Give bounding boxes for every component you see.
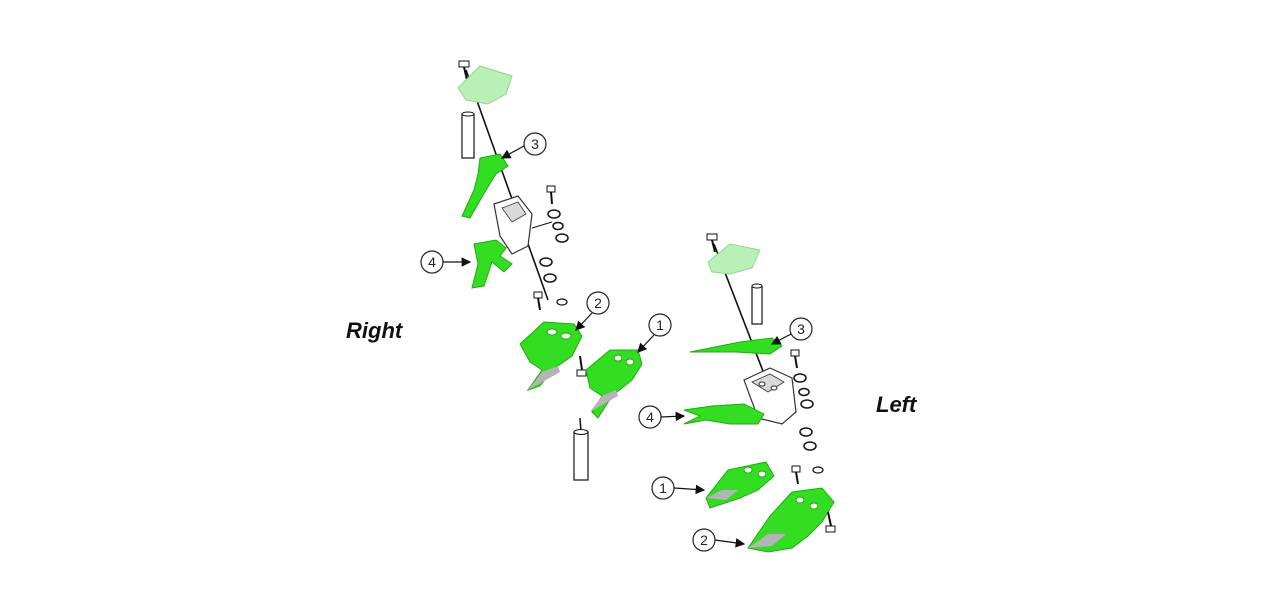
right-side-label: Right [346,318,403,343]
svg-text:3: 3 [797,321,805,337]
right-part-4 [471,239,513,289]
left-part-1 [705,461,775,509]
right-hardware-stack-upper [546,185,569,243]
right-callout-1: 1 [637,313,672,353]
left-callouts: 3 4 1 2 [638,317,813,552]
svg-text:2: 2 [594,295,602,311]
right-lower-bolt [576,355,587,377]
right-bracket [493,195,553,255]
left-part-2 [747,487,835,553]
left-side-label: Left [876,392,917,417]
right-part-1 [585,349,643,419]
left-callout-1: 1 [651,476,706,500]
right-callout-3: 3 [500,132,547,159]
right-top-bolt [458,60,470,81]
left-cover-plate [707,243,761,275]
left-assembly [683,233,836,553]
left-lower-bolt [825,511,836,533]
svg-text:1: 1 [656,317,664,333]
right-grease-cylinder [573,417,589,481]
left-callout-3: 3 [770,317,813,345]
right-callouts: 3 4 2 1 [420,132,672,353]
svg-text:3: 3 [531,136,539,152]
left-pin [751,283,763,325]
right-pin [461,111,475,159]
left-top-bolt [706,233,718,253]
right-cover-plate [457,65,513,105]
left-hardware-stack-upper [790,349,814,409]
left-callout-4: 4 [638,405,686,429]
right-callout-4: 4 [420,250,472,274]
svg-text:2: 2 [700,532,708,548]
left-part-4 [683,403,765,425]
svg-text:4: 4 [428,254,436,270]
right-part-3 [461,153,509,219]
right-part-2 [519,321,583,391]
left-part-3 [689,337,783,355]
right-assembly-rod [465,69,549,301]
svg-text:1: 1 [659,480,667,496]
left-hardware-stack-middle [791,427,824,485]
right-assembly [457,60,643,481]
svg-text:4: 4 [646,409,654,425]
left-callout-2: 2 [692,528,746,552]
right-callout-2: 2 [575,291,610,331]
right-hardware-stack-middle [533,257,568,311]
